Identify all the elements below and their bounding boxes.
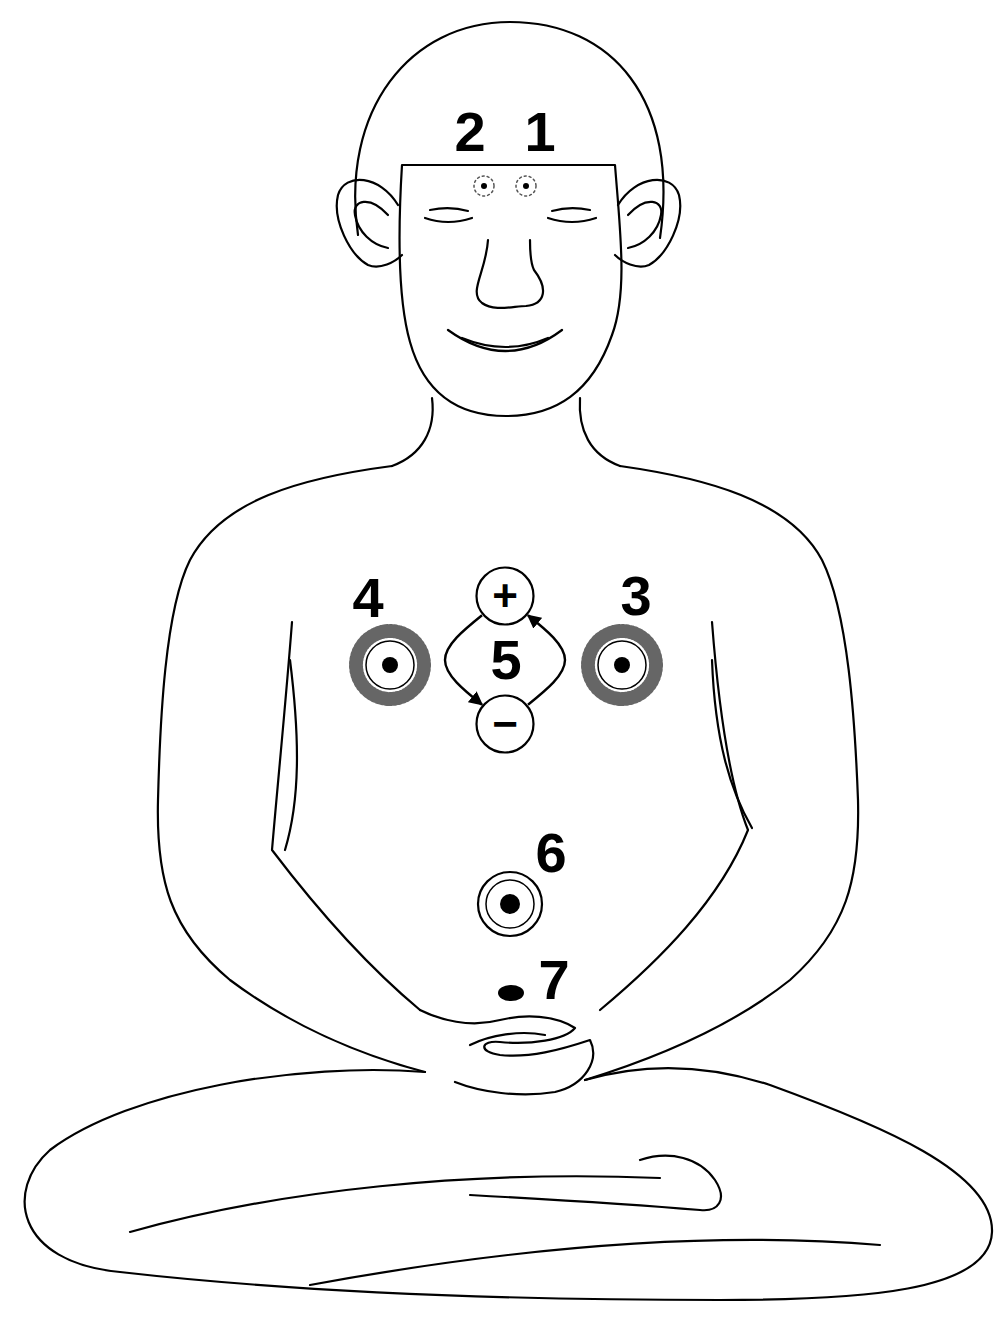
thumbs <box>470 1033 545 1045</box>
point-6-ring <box>478 872 542 936</box>
hands <box>420 1010 593 1094</box>
right-shin <box>310 1240 880 1285</box>
polarity-sign: − <box>492 702 518 746</box>
face-outline <box>400 165 622 416</box>
callout-number: 6 <box>535 825 566 881</box>
point-6-inner <box>486 880 534 928</box>
flow-arrow <box>528 615 565 704</box>
point-4-ring <box>366 641 414 689</box>
right-shoulder-arm <box>585 466 858 1080</box>
right-forearm-fold <box>712 660 752 828</box>
callout-number: 1 <box>524 104 555 160</box>
mouth <box>448 330 562 351</box>
left-torso-side <box>272 622 420 1010</box>
left-forearm-fold <box>285 660 297 850</box>
point-2-dot <box>481 183 487 189</box>
right-eye <box>548 218 596 222</box>
point-7-dot <box>498 985 524 1001</box>
point-3-rays <box>588 631 656 699</box>
callout-number: 3 <box>620 568 651 624</box>
right-ear <box>615 180 680 267</box>
point-1-dot <box>523 183 529 189</box>
circle-shape <box>477 568 534 625</box>
circle-shape <box>477 696 534 753</box>
left-ear-inner <box>355 202 388 248</box>
neck-right <box>580 398 620 466</box>
lips <box>462 338 548 347</box>
callout-number: 7 <box>538 952 569 1008</box>
left-eye <box>425 218 472 222</box>
right-foot <box>470 1156 721 1210</box>
callout-number: 2 <box>454 104 485 160</box>
polarity-sign: + <box>492 574 518 618</box>
right-ear-inner <box>628 202 661 248</box>
left-ear <box>337 180 402 267</box>
point-4-rays <box>356 631 424 699</box>
point-4-dot <box>382 657 398 673</box>
point-3-ring <box>598 641 646 689</box>
forehead-points <box>474 176 536 196</box>
right-eyelid <box>552 208 590 211</box>
left-shoulder-arm <box>158 466 425 1072</box>
flow-arrow <box>445 615 482 704</box>
polarity-circle: + <box>475 566 535 626</box>
point-6-dot <box>500 894 520 914</box>
nose <box>477 240 543 308</box>
callout-number: 5 <box>490 632 521 688</box>
polarity-circle: − <box>475 694 535 754</box>
left-eyelid <box>430 208 468 211</box>
neck-left <box>392 398 433 466</box>
legs-outline <box>25 1068 992 1300</box>
left-shin <box>130 1176 660 1232</box>
point-3-dot <box>614 657 630 673</box>
callout-number: 4 <box>352 570 383 626</box>
